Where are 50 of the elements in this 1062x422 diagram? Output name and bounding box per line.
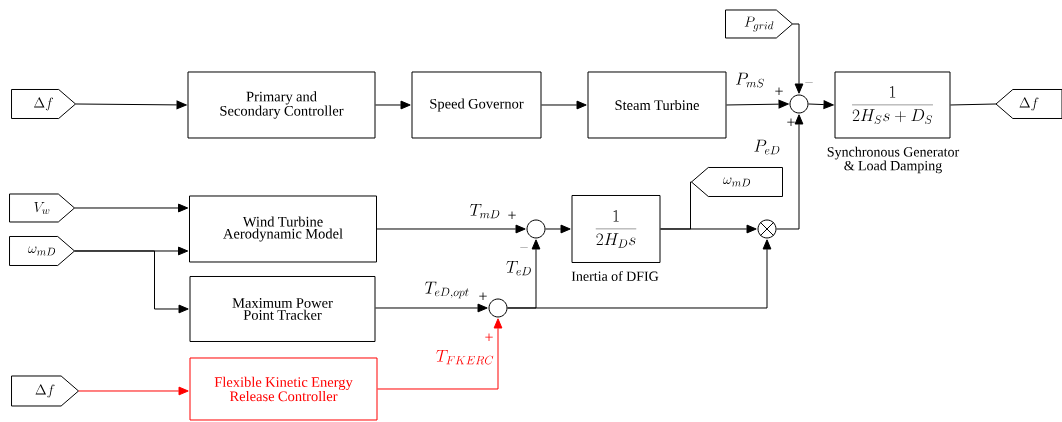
- signal-tag: $\Delta f$: [11, 375, 79, 407]
- arrow: [375, 303, 488, 313]
- summing-junction: [526, 219, 546, 239]
- signal-tag: $\omega_{mD}$: [691, 167, 783, 197]
- arrow: [792, 23, 804, 94]
- edge-label: $T_{eD}$: [505, 259, 533, 277]
- edge-label: $T_{eD,opt}$: [423, 280, 471, 300]
- arrow: [808, 100, 834, 109]
- signal-tag: $\Delta f$: [995, 89, 1062, 119]
- signal-tag: $\omega_{mD}$: [9, 236, 75, 266]
- arrow: [75, 100, 187, 110]
- summing-junction: [488, 298, 508, 318]
- sign-label: +: [479, 292, 487, 300]
- arrow: [776, 114, 804, 230]
- arrow: [545, 224, 571, 234]
- block-box: $\frac{1}{2H_D s}$: [571, 195, 661, 263]
- block-box: $\frac{1}{2H_S s+D_S}$: [834, 71, 951, 139]
- arrow: [78, 386, 189, 396]
- block-box: Maximum Power Point Tracker: [189, 276, 376, 342]
- signal-tag: $\Delta f$: [11, 89, 76, 119]
- signal-tag: $P_{grid}$: [725, 9, 793, 39]
- block-box: Wind Turbine Aerodynamic Model: [189, 195, 377, 263]
- sign-label: +: [787, 118, 795, 126]
- arrow: [507, 239, 772, 309]
- caption-text: Synchronous Generator & Load Damping: [827, 146, 960, 174]
- block-box: Steam Turbine: [587, 71, 727, 139]
- arrow: [660, 224, 757, 234]
- caption-text: Inertia of DFIG: [571, 271, 659, 281]
- block-box: Primary and Secondary Controller: [187, 71, 376, 139]
- arrow: [541, 100, 587, 110]
- signal-tag: $V_w$: [9, 193, 75, 223]
- arrow: [74, 250, 189, 314]
- arrow: [375, 100, 411, 110]
- arrow: [376, 224, 526, 234]
- edge-label: $T_{mD}$: [468, 202, 502, 220]
- block-box: Flexible Kinetic Energy Release Controller: [189, 357, 378, 421]
- arrow: [726, 99, 789, 109]
- sign-label: +: [775, 87, 783, 95]
- edge-label: $P_{mS}$: [734, 71, 766, 89]
- edge-label: $P_{eD}$: [752, 138, 782, 156]
- block-box: Speed Governor: [411, 71, 542, 139]
- arrow: [377, 318, 503, 390]
- sign-label: +: [485, 333, 493, 341]
- summing-junction: [789, 94, 809, 114]
- arrow: [74, 203, 189, 213]
- sign-label: −: [805, 82, 813, 83]
- multiplier-circle: [757, 219, 777, 239]
- sign-label: −: [520, 247, 528, 248]
- sign-label: +: [508, 211, 516, 219]
- edge-label: $T_{FKERC}$: [434, 348, 496, 366]
